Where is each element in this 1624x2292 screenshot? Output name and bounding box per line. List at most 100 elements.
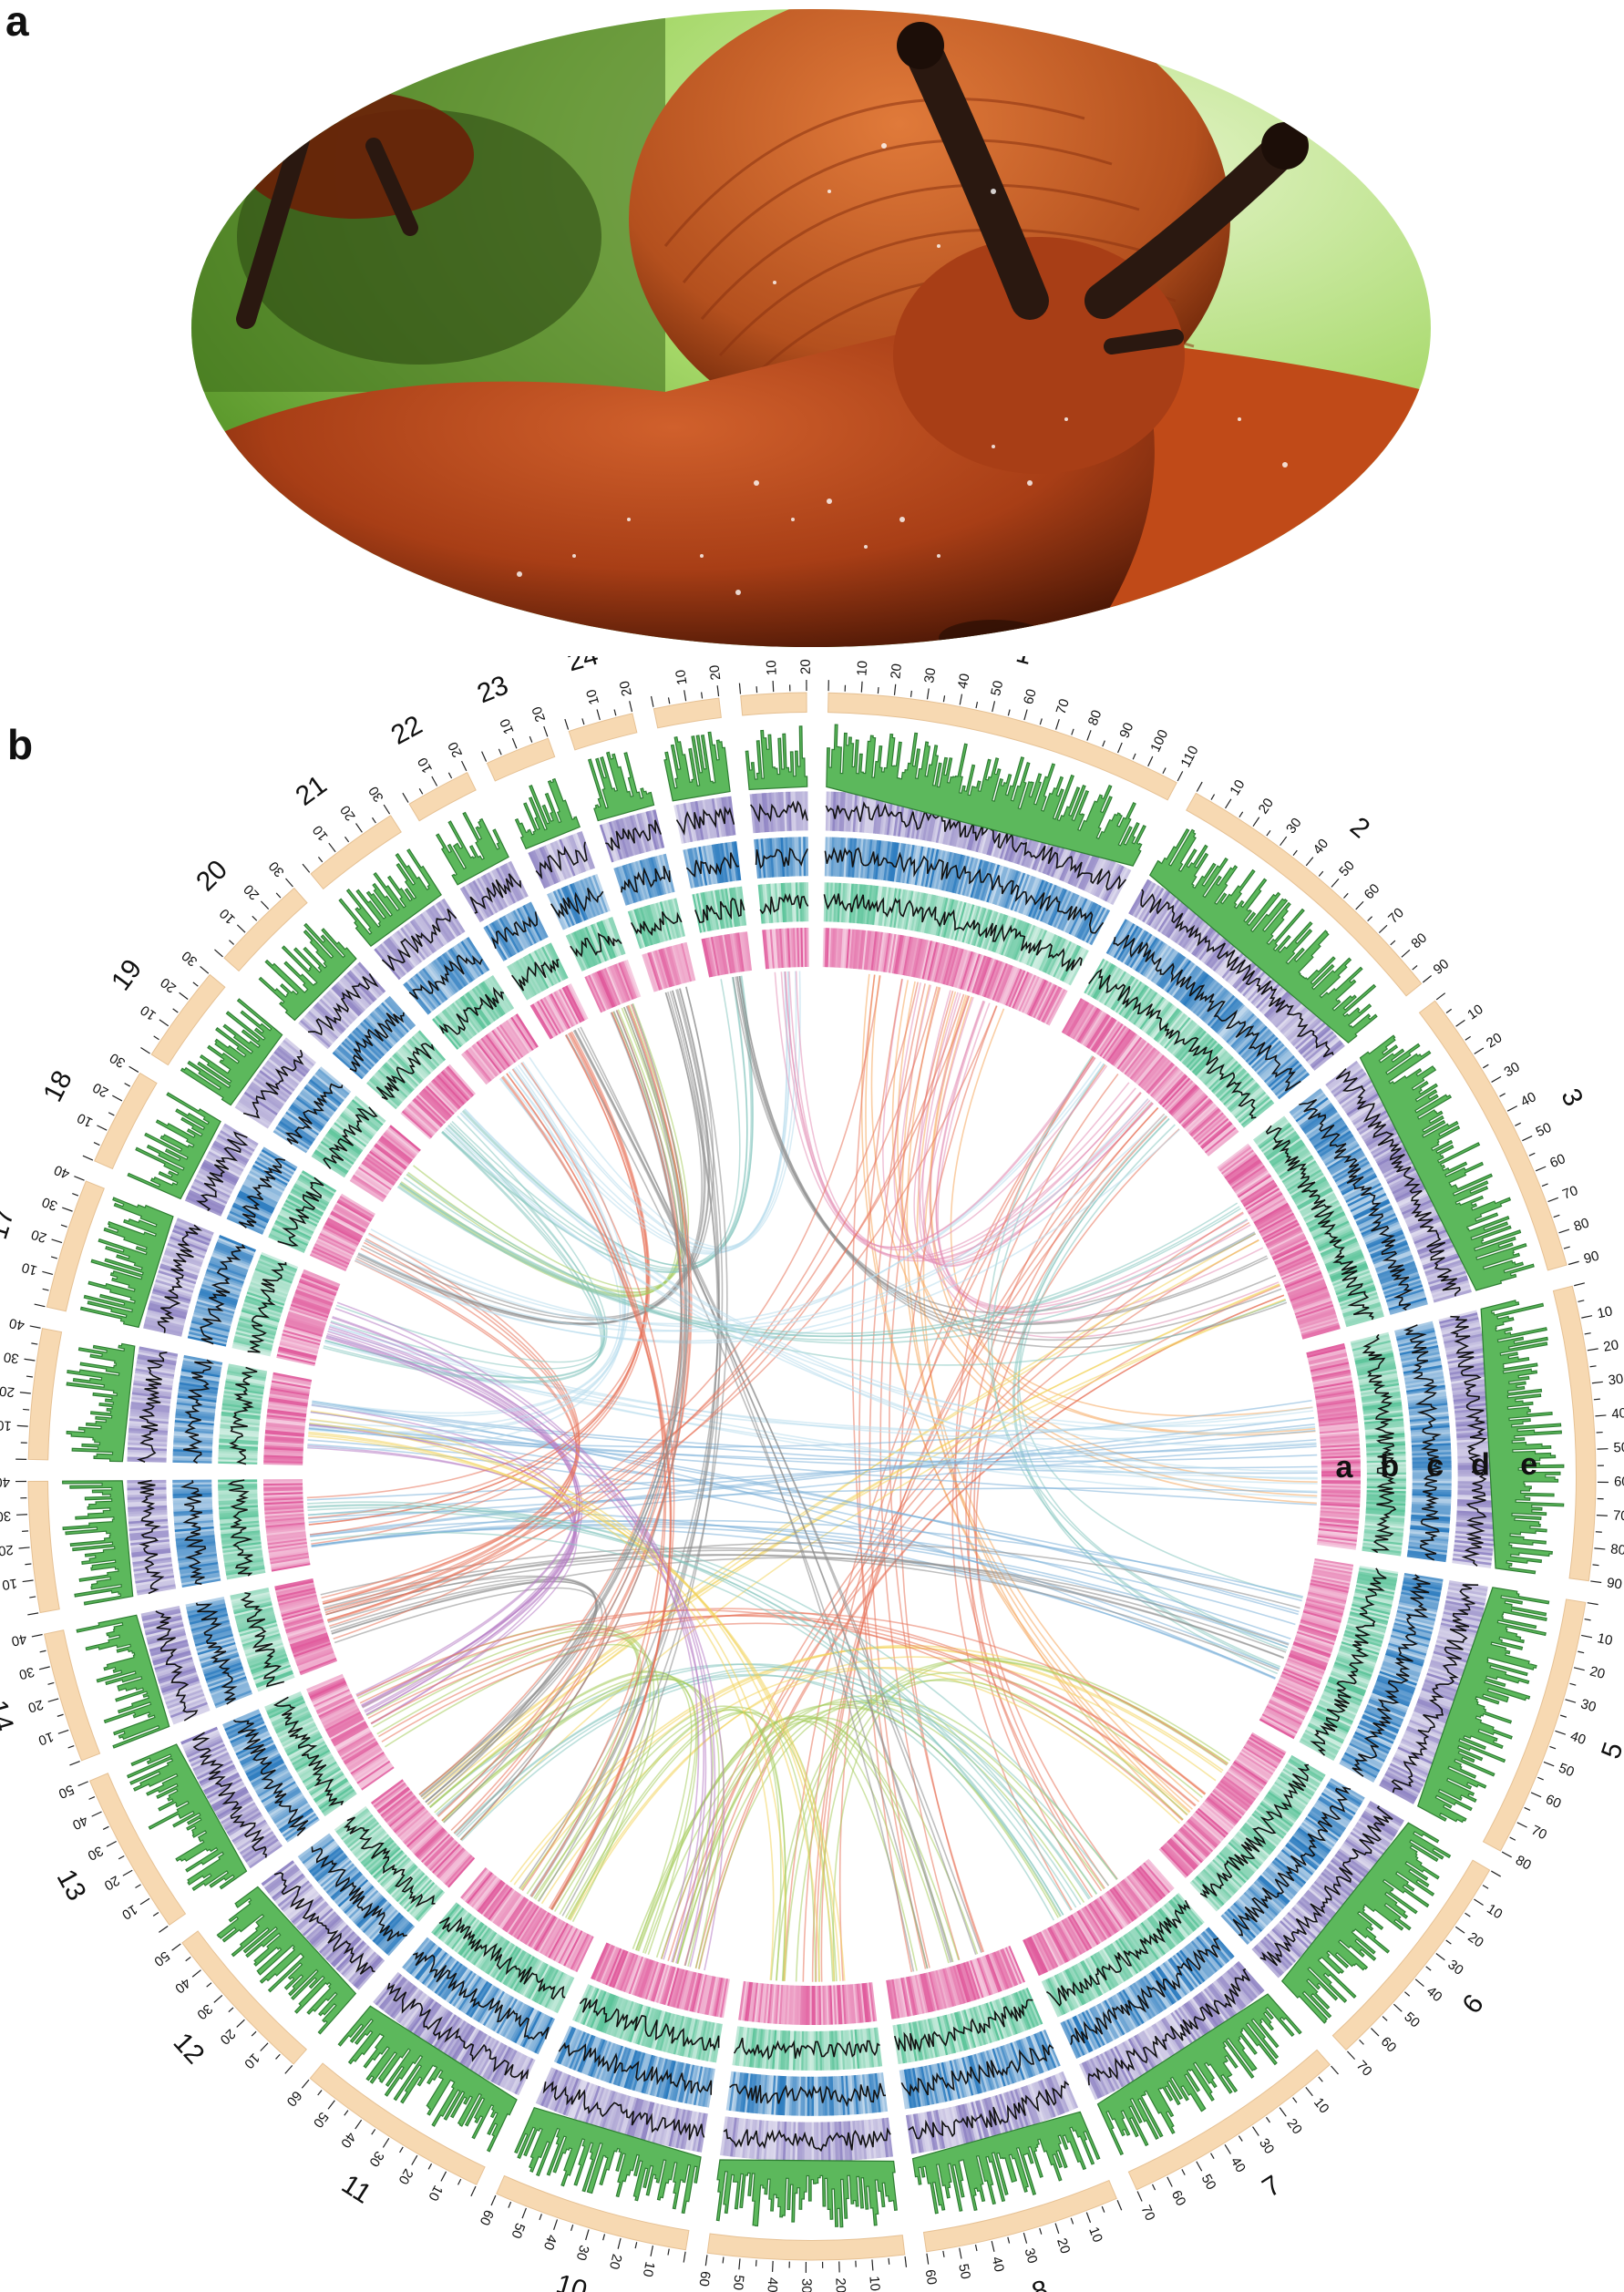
- pink-track-bin: [280, 1600, 319, 1613]
- pink-track-bin: [306, 1673, 344, 1691]
- pink-track-bin: [1157, 1074, 1187, 1105]
- pink-track-bin: [685, 1971, 697, 2011]
- pink-track-bin: [1205, 1798, 1238, 1825]
- pink-track-bin: [270, 1385, 310, 1394]
- pink-track-bin: [358, 1763, 393, 1788]
- pink-track-bin: [342, 1739, 377, 1762]
- pink-track-bin: [919, 1973, 930, 2013]
- pink-track-bin: [1073, 1912, 1096, 1948]
- pink-track-bin: [1302, 1612, 1341, 1626]
- pink-track-bin: [1144, 1861, 1172, 1893]
- pink-track-bin: [1176, 1092, 1207, 1122]
- pink-track-bin: [865, 930, 872, 971]
- pink-track-bin: [1065, 1917, 1087, 1953]
- pink-track-bin: [945, 1967, 959, 2006]
- pink-track-bin: [657, 1965, 671, 2004]
- pink-track-bin: [1198, 1806, 1230, 1835]
- pink-track-bin: [447, 1856, 476, 1888]
- pink-track-bin: [775, 1984, 780, 2024]
- pink-track-bin: [1053, 1924, 1074, 1960]
- pink-track-bin: [321, 1704, 358, 1725]
- pink-track-bin: [393, 1805, 426, 1834]
- pink-track-bin: [1168, 1837, 1198, 1868]
- pink-track-bin: [867, 930, 874, 971]
- pink-track-bin: [1097, 1022, 1123, 1056]
- pink-track-bin: [428, 1841, 458, 1871]
- pink-track-bin: [269, 1552, 309, 1561]
- pink-track-bin: [312, 1687, 350, 1706]
- pink-track-bin: [1294, 1636, 1333, 1651]
- pink-track-bin: [279, 1343, 318, 1356]
- pink-track-bin: [1254, 1204, 1290, 1227]
- pink-track-bin: [1196, 1809, 1228, 1837]
- pink-track-bin: [1321, 1473, 1361, 1475]
- pink-track-bin: [1319, 1523, 1359, 1529]
- pink-track-bin: [283, 1329, 322, 1342]
- pink-track-bin: [837, 928, 842, 968]
- pink-track-bin: [1313, 1559, 1353, 1569]
- pink-track-bin: [1075, 1006, 1098, 1042]
- pink-track-bin: [1119, 1039, 1146, 1073]
- pink-track-bin: [833, 928, 838, 968]
- pink-track-bin: [978, 958, 994, 996]
- pink-track-bin: [472, 1876, 499, 1909]
- pink-track-bin: [969, 1959, 984, 1999]
- pink-track-bin: [1046, 1927, 1067, 1964]
- pink-track-bin: [324, 1709, 361, 1730]
- pink-track-bin: [265, 1524, 305, 1530]
- pink-track-bin: [406, 1819, 437, 1848]
- pink-track-bin: [1313, 1379, 1352, 1389]
- synteny-link: [311, 1445, 1317, 1547]
- pink-track-bin: [1320, 1512, 1360, 1518]
- pink-track-bin: [1313, 1382, 1353, 1393]
- pink-track-bin: [630, 1957, 645, 1995]
- pink-track-bin: [1208, 1795, 1240, 1823]
- pink-track-bin: [1299, 1624, 1338, 1639]
- pink-track-bin: [1287, 1656, 1326, 1673]
- pink-track-bin: [544, 1920, 566, 1957]
- pink-track-bin: [1320, 1430, 1360, 1436]
- pink-track-bin: [1251, 1199, 1287, 1221]
- pink-track-bin: [1310, 1582, 1349, 1594]
- pink-track-bin: [266, 1526, 306, 1534]
- pink-track-bin: [292, 1639, 330, 1654]
- pink-track-bin: [1100, 1895, 1125, 1929]
- pink-track-bin: [809, 1985, 812, 2025]
- synteny-link: [311, 1031, 651, 1546]
- pink-track-bin: [357, 1762, 392, 1786]
- pink-track-bin: [268, 1545, 308, 1553]
- pink-track-bin: [899, 935, 909, 975]
- pink-track-bin: [1115, 1883, 1142, 1917]
- pink-track-bin: [898, 1978, 908, 2018]
- pink-track-bin: [263, 1504, 303, 1509]
- pink-track-bin: [789, 1985, 795, 2025]
- pink-track-bin: [1031, 981, 1051, 1018]
- pink-track-bin: [419, 1832, 449, 1862]
- pink-track-bin: [313, 1690, 351, 1710]
- pink-track-bin: [982, 959, 998, 997]
- pink-track-bin: [460, 1867, 488, 1899]
- pink-track-bin: [967, 1960, 982, 1999]
- pink-track-bin: [313, 1688, 350, 1708]
- pink-track-bin: [443, 1853, 471, 1885]
- pink-track-bin: [330, 1720, 366, 1742]
- synteny-link: [738, 975, 1282, 1341]
- pink-track-bin: [526, 1911, 549, 1947]
- synteny-link: [328, 982, 919, 1628]
- pink-track-bin: [978, 1957, 993, 1996]
- pink-track-bin: [281, 1336, 320, 1350]
- pink-track-bin: [554, 1926, 575, 1962]
- pink-track-bin: [1319, 1426, 1359, 1433]
- synteny-link: [443, 1012, 683, 1824]
- pink-track-bin: [1259, 1214, 1296, 1236]
- pink-track-bin: [951, 1965, 966, 2004]
- pink-track-bin: [670, 1968, 684, 2008]
- pink-track-bin: [1283, 1268, 1321, 1286]
- pink-track-bin: [1124, 1043, 1150, 1075]
- pink-track-bin: [1310, 1360, 1349, 1371]
- pink-track-bin: [1175, 1091, 1205, 1121]
- pink-track-bin: [1136, 1053, 1164, 1085]
- pink-track-bin: [1024, 978, 1044, 1015]
- pink-track-bin: [1096, 1021, 1121, 1055]
